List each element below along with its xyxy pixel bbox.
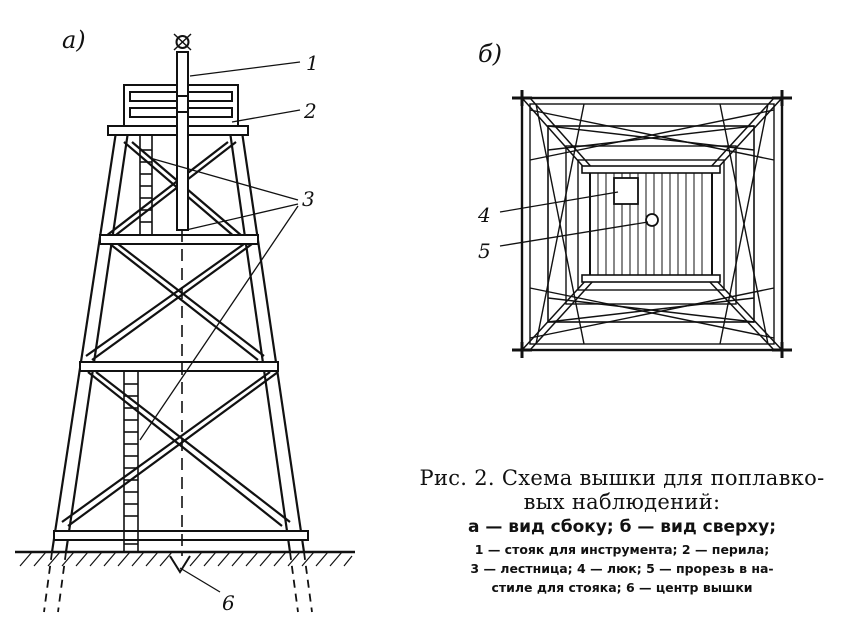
label-5: 5 — [478, 239, 491, 263]
ladder — [123, 135, 153, 552]
caption-legend-line1: 1 — стояк для инструмента; 2 — перила; — [474, 542, 770, 557]
label-view-b: б) — [478, 40, 502, 68]
hatch — [613, 177, 639, 205]
label-2: 2 — [303, 99, 317, 123]
post-slot — [645, 213, 659, 227]
label-3: 3 — [302, 187, 315, 211]
label-view-a: а) — [62, 26, 86, 54]
instrument-post — [173, 33, 192, 231]
figure-caption: Рис. 2. Схема вышки для поплавко- вых на… — [412, 466, 832, 595]
label-1: 1 — [306, 51, 319, 75]
tower-legs — [50, 131, 306, 553]
caption-title-line1: Рис. 2. Схема вышки для поплавко- — [419, 466, 825, 490]
top-view — [499, 90, 792, 358]
side-view — [15, 33, 355, 613]
leader-lines-side — [139, 61, 301, 593]
caption-views: а — вид сбоку; б — вид сверху; — [468, 517, 776, 537]
caption-title-line2: вых наблюдений: — [523, 490, 721, 514]
label-4: 4 — [477, 203, 491, 227]
ground — [15, 550, 355, 574]
caption-legend-line3: стиле для стояка; 6 — центр вышки — [491, 580, 753, 595]
buried-legs — [43, 551, 313, 613]
cross-bracing — [61, 141, 291, 527]
label-6: 6 — [222, 591, 235, 615]
caption-legend-line2: 3 — лестница; 4 — люк; 5 — прорезь в на- — [470, 561, 774, 576]
